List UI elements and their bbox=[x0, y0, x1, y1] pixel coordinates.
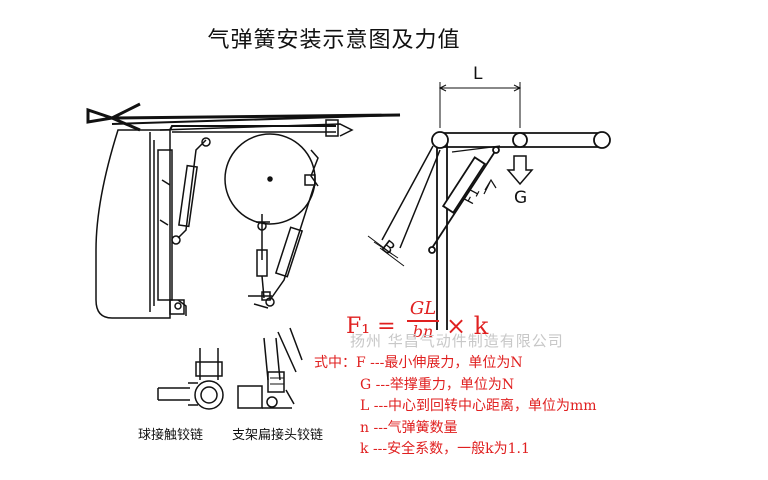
formula-numerator: GL bbox=[409, 298, 437, 319]
cabinet-gas-spring bbox=[159, 137, 211, 245]
definition-text: ---中心到回转中心距离，单位为mm bbox=[373, 398, 597, 414]
definitions-prefix: 式中： bbox=[314, 355, 356, 371]
definition-row: G ---举撑重力，单位为N bbox=[314, 375, 597, 397]
diagram-title: 气弹簧安装示意图及力值 bbox=[207, 28, 461, 53]
formula-fraction: GL bn bbox=[406, 298, 440, 341]
ball-joint-drawing bbox=[157, 348, 224, 410]
rotating-wheel bbox=[224, 133, 319, 232]
definition-symbol: G bbox=[360, 376, 372, 393]
caption-ball-joint: 球接触铰链 bbox=[138, 428, 204, 443]
hanging-gas-spring bbox=[248, 185, 315, 309]
definition-text: ---举撑重力，单位为N bbox=[375, 376, 515, 393]
formula-denominator: bn bbox=[412, 322, 434, 341]
label-L: L bbox=[473, 64, 483, 84]
pointer-arrow bbox=[86, 102, 401, 132]
fraction-bar bbox=[407, 320, 439, 322]
definition-row: k ---安全系数，一般k为1.1 bbox=[314, 439, 597, 461]
definition-row: L ---中心到回转中心距离，单位为mm bbox=[314, 396, 597, 418]
definitions-list: 式中：F ---最小伸展力，单位为N G ---举撑重力，单位为N L ---中… bbox=[314, 353, 597, 461]
definition-symbol: n bbox=[360, 419, 370, 436]
cabinet-body bbox=[95, 119, 354, 319]
definition-row: n ---气弹簧数量 bbox=[314, 418, 597, 440]
definition-row: 式中：F ---最小伸展力，单位为N bbox=[314, 353, 597, 375]
label-G: G bbox=[514, 188, 528, 208]
lever-mechanism bbox=[367, 82, 611, 330]
definition-symbol: F bbox=[356, 355, 366, 371]
definition-text: ---最小伸展力，单位为N bbox=[370, 355, 523, 371]
definition-text: ---气弹簧数量 bbox=[373, 419, 458, 436]
watermark: 扬州 华昌气动件制造有限公司 bbox=[350, 332, 564, 350]
bracket-joint-drawing bbox=[237, 327, 303, 409]
definition-symbol: L bbox=[360, 398, 370, 414]
definition-symbol: k bbox=[360, 441, 369, 457]
formula-lhs: F₁ = bbox=[346, 314, 396, 339]
caption-bracket-joint: 支架扁接头铰链 bbox=[232, 428, 324, 443]
formula-rhs: × k bbox=[446, 312, 489, 340]
definition-text: ---安全系数，一般k为1.1 bbox=[372, 441, 530, 457]
